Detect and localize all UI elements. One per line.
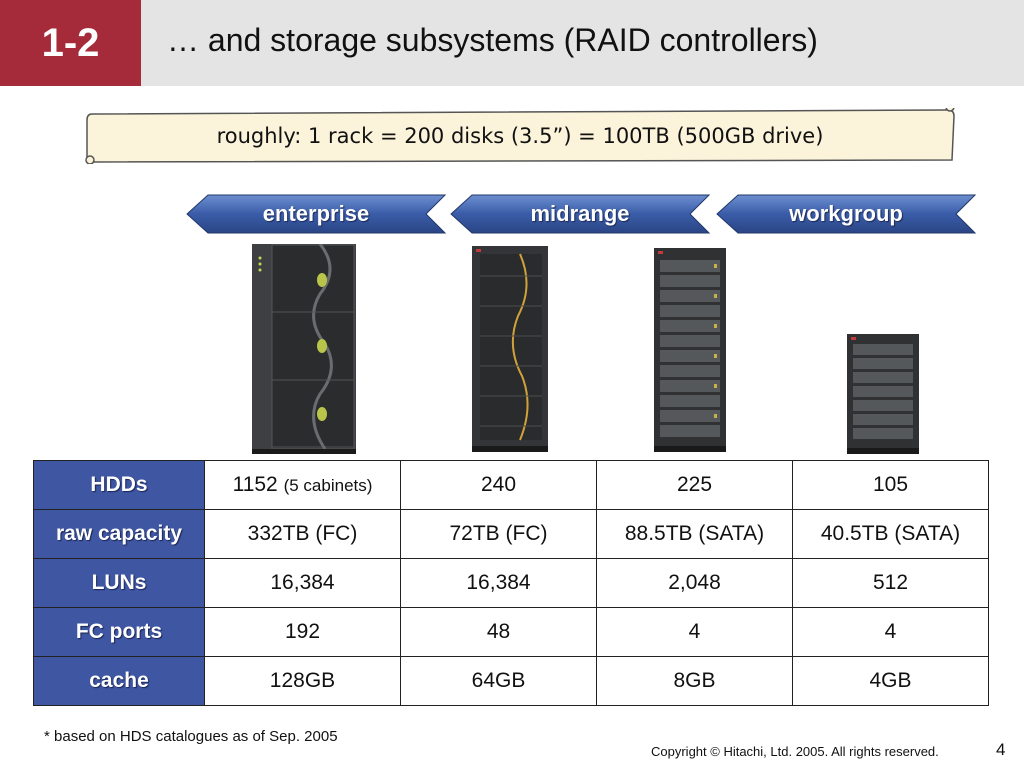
specs-table: HDDs 1152 (5 cabinets) 240 225 105 raw c… <box>33 460 989 706</box>
row-header-fc-ports: FC ports <box>33 607 205 657</box>
table-cell: 88.5TB (SATA) <box>596 509 793 559</box>
table-row: raw capacity 332TB (FC) 72TB (FC) 88.5TB… <box>33 509 989 559</box>
table-cell: 4 <box>596 607 793 657</box>
row-header-raw-capacity: raw capacity <box>33 509 205 559</box>
row-header-cache: cache <box>33 656 205 706</box>
table-cell: 240 <box>400 460 597 510</box>
table-cell: 40.5TB (SATA) <box>792 509 989 559</box>
slide-number: 1-2 <box>41 20 100 65</box>
table-cell: 48 <box>400 607 597 657</box>
page-number: 4 <box>996 740 1006 759</box>
enterprise-cabinet-image <box>252 244 356 454</box>
tag-workgroup-label: workgroup <box>789 201 903 226</box>
table-cell: 64GB <box>400 656 597 706</box>
table-cell: 16,384 <box>204 558 401 608</box>
table-cell: 512 <box>792 558 989 608</box>
table-cell: 128GB <box>204 656 401 706</box>
footnote: * based on HDS catalogues as of Sep. 200… <box>44 728 338 745</box>
slide-number-badge: 1-2 <box>0 0 141 86</box>
workgroup-cabinet-tall-image <box>654 248 726 452</box>
table-cell: 2,048 <box>596 558 793 608</box>
table-cell: 16,384 <box>400 558 597 608</box>
table-cell: 4 <box>792 607 989 657</box>
cell-note: (5 cabinets) <box>283 476 373 495</box>
row-header-luns: LUNs <box>33 558 205 608</box>
tag-enterprise-label: enterprise <box>262 201 370 226</box>
table-row: FC ports 192 48 4 4 <box>33 607 989 657</box>
table-cell: 225 <box>596 460 793 510</box>
table-row: LUNs 16,384 16,384 2,048 512 <box>33 558 989 608</box>
table-row: HDDs 1152 (5 cabinets) 240 225 105 <box>33 460 989 510</box>
note-scroll: roughly: 1 rack = 200 disks (3.5”) = 100… <box>84 108 956 164</box>
table-cell: 8GB <box>596 656 793 706</box>
table-cell: 1152 (5 cabinets) <box>204 460 401 510</box>
tag-enterprise: enterprise <box>186 194 446 234</box>
workgroup-cabinet-short-image <box>847 334 919 454</box>
tag-midrange: midrange <box>450 194 710 234</box>
table-cell: 72TB (FC) <box>400 509 597 559</box>
table-cell: 192 <box>204 607 401 657</box>
scroll-graphic <box>85 108 955 164</box>
midrange-cabinet-image <box>472 246 548 452</box>
table-cell: 105 <box>792 460 989 510</box>
title-bar <box>141 0 1024 86</box>
table-row: cache 128GB 64GB 8GB 4GB <box>33 656 989 706</box>
slide-title: … and storage subsystems (RAID controlle… <box>167 22 818 58</box>
table-cell: 332TB (FC) <box>204 509 401 559</box>
copyright: Copyright © Hitachi, Ltd. 2005. All righ… <box>651 744 939 759</box>
row-header-hdds: HDDs <box>33 460 205 510</box>
tag-midrange-label: midrange <box>530 201 630 226</box>
table-cell: 4GB <box>792 656 989 706</box>
tag-workgroup: workgroup <box>716 194 976 234</box>
cell-value: 1152 <box>232 473 278 496</box>
note-text: roughly: 1 rack = 200 disks (3.5”) = 100… <box>216 124 824 148</box>
